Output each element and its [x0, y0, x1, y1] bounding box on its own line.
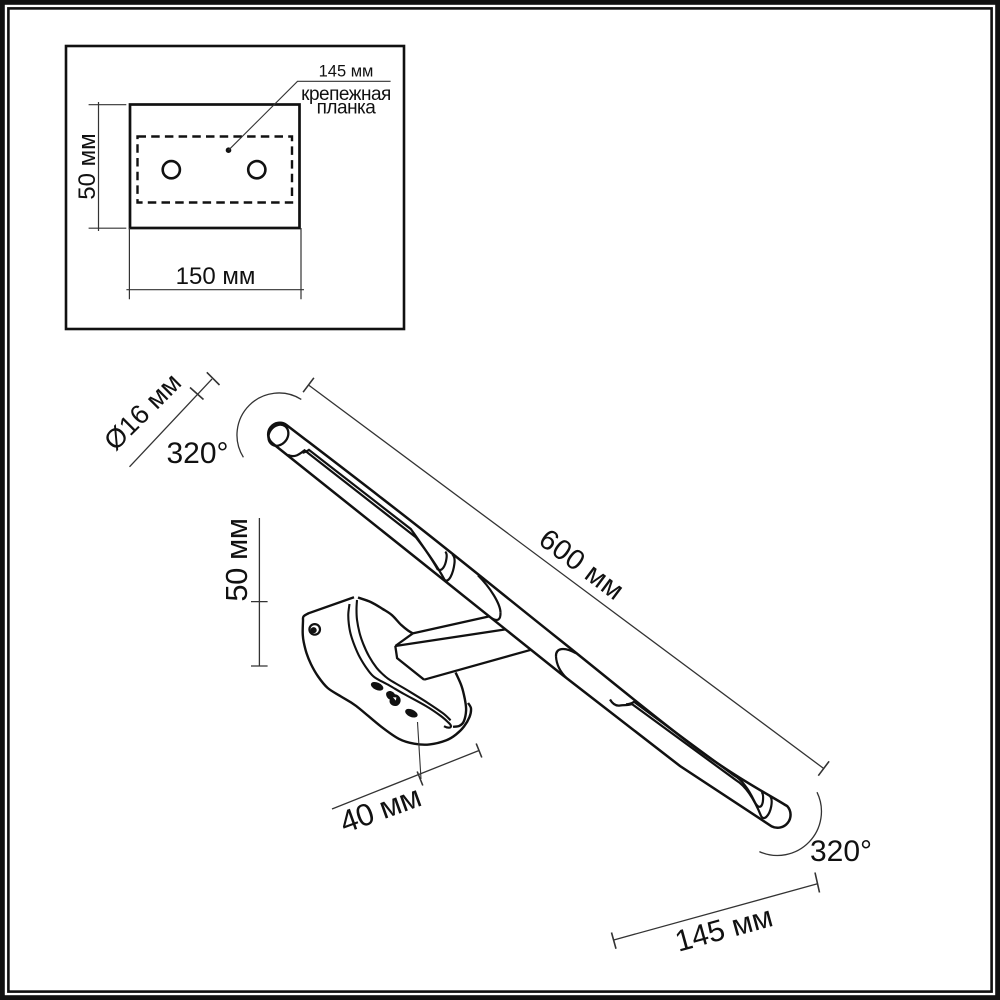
- svg-text:150 мм: 150 мм: [176, 263, 256, 290]
- svg-text:145 мм: 145 мм: [319, 63, 374, 81]
- svg-text:планка: планка: [317, 98, 377, 119]
- svg-text:крепежная: крепежная: [301, 84, 391, 105]
- svg-text:50 мм: 50 мм: [74, 133, 101, 199]
- svg-text:320°: 320°: [166, 437, 228, 470]
- svg-text:320°: 320°: [810, 835, 872, 868]
- svg-text:50 мм: 50 мм: [219, 518, 254, 601]
